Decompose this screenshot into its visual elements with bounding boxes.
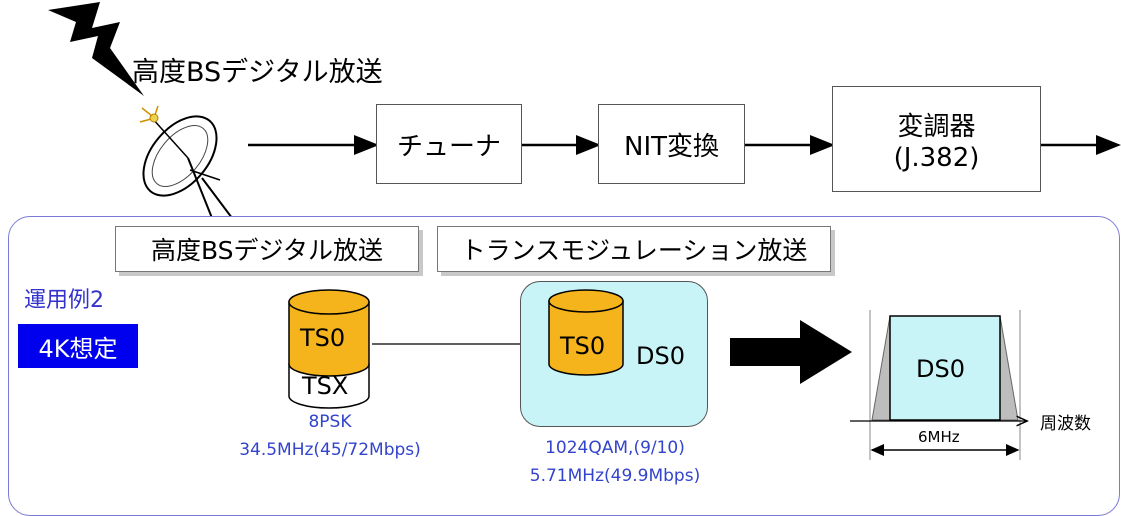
tuner-box: チューナ xyxy=(376,104,522,184)
modulator-box: 変調器 (J.382) xyxy=(832,86,1041,192)
source-label: 高度BSデジタル放送 xyxy=(132,57,383,88)
left-caption-modulation: 8PSK xyxy=(308,412,352,432)
spectrum-width-label: 6MHz xyxy=(918,428,960,446)
nit-label: NIT変換 xyxy=(624,131,719,162)
top-signal-arrows xyxy=(248,135,1121,155)
example-label: 運用例2 xyxy=(24,288,104,313)
modulator-standard: (J.382) xyxy=(893,142,980,173)
big-arrow-icon xyxy=(730,320,852,384)
spectrum-ds0-label: DS0 xyxy=(916,355,965,383)
spectrum-axis-label: 周波数 xyxy=(1040,414,1091,434)
modulator-label: 変調器 xyxy=(897,111,976,142)
middle-stream-cylinder xyxy=(548,289,624,376)
spectrum-diagram xyxy=(850,310,1040,460)
left-caption-bandwidth: 34.5MHz(45/72Mbps) xyxy=(239,440,421,460)
middle-caption-bandwidth: 5.71MHz(49.9Mbps) xyxy=(529,466,701,486)
nit-conversion-box: NIT変換 xyxy=(598,104,745,184)
left-tsx-label: TSX xyxy=(302,372,349,400)
left-ts0-label: TS0 xyxy=(300,324,346,352)
satellite-dish-icon xyxy=(139,105,233,218)
tag-transmodulation: トランスモジュレーション放送 xyxy=(437,226,831,272)
middle-ds0-label: DS0 xyxy=(636,342,685,370)
middle-ts0-label: TS0 xyxy=(560,332,606,360)
4k-badge: 4K想定 xyxy=(18,324,138,368)
tuner-label: チューナ xyxy=(396,131,501,162)
middle-caption-modulation: 1024QAM,(9/10) xyxy=(545,438,685,458)
tag-advanced-bs: 高度BSデジタル放送 xyxy=(115,226,419,272)
lightning-bolt-icon xyxy=(48,2,144,96)
left-stream-cylinder xyxy=(288,289,370,409)
